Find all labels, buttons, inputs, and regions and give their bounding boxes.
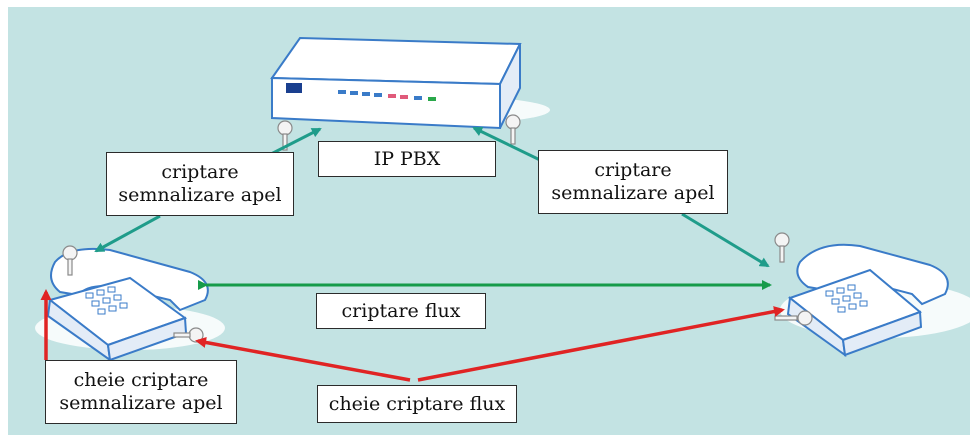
signal-arrow-left-to-phone bbox=[94, 214, 161, 253]
right-signaling-encryption-label: criptare semnalizare apel bbox=[538, 150, 728, 214]
keypad bbox=[825, 284, 868, 313]
media-encryption-label: criptare flux bbox=[316, 293, 486, 329]
lock-key-icon bbox=[774, 310, 813, 326]
pbx-label: IP PBX bbox=[318, 141, 496, 177]
media-key-label: cheie criptare flux bbox=[317, 385, 517, 423]
lock-key-icon bbox=[277, 120, 293, 151]
signaling-key-label: cheie criptare semnalizare apel bbox=[45, 360, 237, 424]
keypad bbox=[85, 286, 128, 315]
lock-key-icon bbox=[505, 114, 521, 145]
signal-arrow-right-to-phone bbox=[681, 212, 770, 268]
ip-pbx-device-icon bbox=[270, 36, 550, 130]
lock-key-icon bbox=[774, 232, 790, 263]
key-arrow-to-left-phone bbox=[195, 337, 411, 382]
signal-arrow-right-to-pbx bbox=[472, 126, 541, 162]
key-arrow-to-right-phone bbox=[417, 306, 785, 382]
lock-key-icon bbox=[62, 245, 78, 276]
left-signaling-encryption-label: criptare semnalizare apel bbox=[106, 152, 294, 216]
